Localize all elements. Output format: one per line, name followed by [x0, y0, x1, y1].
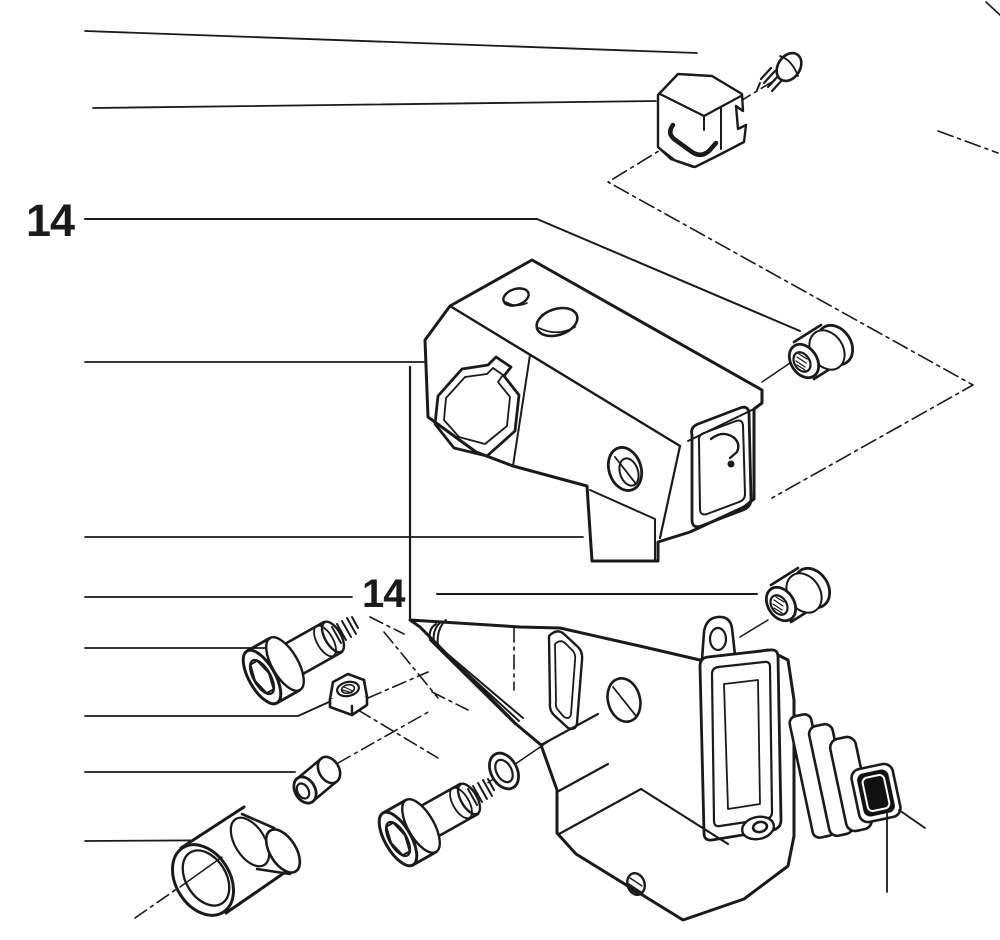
leader-line	[84, 30, 698, 54]
screw-head	[775, 51, 803, 83]
lower-axis-lines	[357, 616, 515, 759]
upper-housing-neck-edge	[589, 489, 656, 561]
left-face-opening-outer	[433, 355, 521, 458]
leader-line	[898, 809, 926, 829]
bellows-cap-inner	[861, 774, 891, 812]
reducer-bushing	[134, 801, 302, 919]
hex-nut-bore	[336, 680, 360, 698]
upper-housing-silhouette	[423, 258, 764, 563]
housing-edge	[555, 762, 610, 794]
spacer-top	[296, 756, 324, 780]
right-frame-outer	[698, 648, 783, 842]
housing-edge	[539, 712, 600, 747]
clip-foot	[657, 146, 694, 168]
socket-bolt-2	[370, 775, 497, 873]
front-face-round-hole-bore	[618, 457, 640, 487]
threaded-bushing-upper	[761, 317, 862, 385]
front-face-hole-edge	[614, 456, 637, 485]
housing-edge	[557, 787, 643, 836]
flange-opening-inner	[554, 640, 577, 719]
gasket-line	[428, 623, 516, 725]
leader-line-label-14-upper	[84, 218, 801, 332]
reducer-axis	[134, 887, 179, 919]
axis-cropped-corner	[937, 130, 999, 154]
clip-spring-slot	[668, 122, 719, 157]
left-face-opening-inner	[443, 367, 511, 445]
leader-line	[92, 100, 657, 109]
upper-housing-front-right-edge	[658, 444, 682, 540]
upper-housing-top-front-edge	[448, 304, 682, 448]
leader-line-cropped	[985, 1, 1000, 16]
leader-line	[84, 696, 341, 717]
reducer-bore	[181, 849, 231, 907]
side-oval-hole-edge	[612, 686, 637, 717]
bottom-hole-threads	[628, 877, 643, 896]
side-oval-hole	[606, 677, 642, 723]
part-number-label-upper: 14	[26, 195, 75, 246]
latch-hook	[709, 432, 740, 460]
top-face-small-hole-rim	[505, 301, 528, 307]
screw-head-rim	[779, 55, 799, 77]
axis-segment	[369, 616, 405, 635]
axis-nut-up	[367, 671, 429, 699]
gasket-line	[436, 619, 524, 719]
retaining-clip	[656, 72, 748, 169]
flange-opening-outer	[547, 630, 584, 731]
gasket-line	[432, 621, 520, 722]
screw-tip	[756, 82, 761, 91]
top-face-large-hole	[535, 306, 579, 338]
threaded-bushing-lower	[739, 560, 839, 638]
bushing-axis-tick	[739, 619, 769, 638]
right-face-opening-outer	[690, 405, 753, 529]
screw-boss-bore	[751, 820, 769, 834]
right-frame-cavity	[723, 679, 761, 810]
reducer-step-top	[240, 812, 276, 830]
ear-lug	[700, 615, 737, 662]
spacer-bore	[295, 782, 311, 800]
front-face-round-hole	[606, 446, 644, 492]
reducer-step	[229, 816, 271, 868]
screw-thread	[762, 69, 777, 85]
ear-lug-hole	[708, 626, 728, 652]
top-face-large-hole-rim	[538, 326, 576, 334]
reducer-top	[179, 805, 246, 850]
reducer-bottom	[224, 871, 286, 915]
hex-nut-thread-lines	[342, 686, 354, 694]
axis-segment	[383, 631, 439, 699]
lower-housing	[408, 365, 796, 922]
spacer-bushing	[292, 710, 431, 805]
gasket-seal	[428, 619, 524, 725]
bellows-connector	[788, 713, 926, 893]
upper-housing	[423, 258, 764, 563]
bushing-axis-tick	[761, 362, 791, 383]
right-frame-inner	[710, 660, 774, 828]
hex-nut-thread	[340, 683, 356, 695]
reducer-axis-bore	[179, 856, 223, 888]
spacer-axis	[337, 710, 431, 764]
axis-segment	[431, 691, 469, 711]
hex-nut	[328, 672, 369, 717]
screw-thread	[759, 66, 773, 81]
pan-head-screw	[756, 51, 803, 93]
upper-housing-left-face-edge	[512, 354, 531, 467]
housing-edge	[639, 787, 730, 846]
leader-lines	[84, 1, 1000, 842]
latch-pin	[727, 460, 735, 468]
right-face-opening-inner	[697, 419, 746, 516]
o-ring	[488, 751, 520, 791]
axis-nut-down	[357, 709, 439, 759]
part-number-label-lower: 14	[362, 572, 405, 616]
o-ring-inner	[494, 758, 514, 784]
reducer-rear	[264, 828, 302, 874]
